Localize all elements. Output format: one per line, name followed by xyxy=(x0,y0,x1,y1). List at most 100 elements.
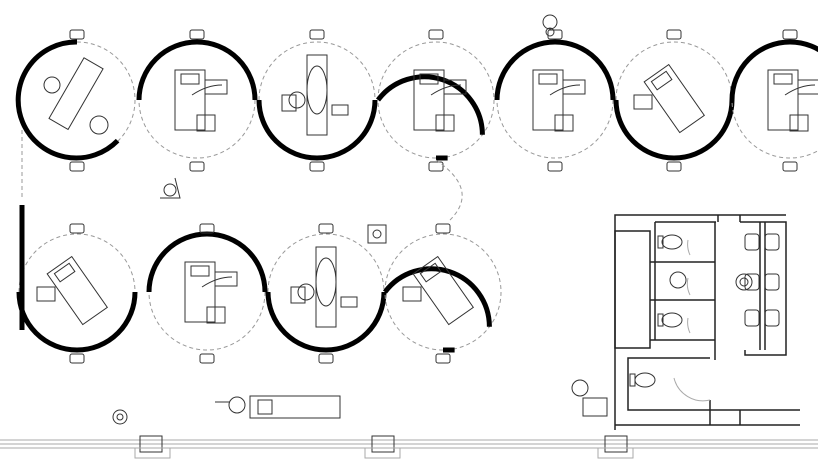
table-icon xyxy=(331,104,349,116)
operating-table-icon xyxy=(306,54,328,136)
bed-icon xyxy=(413,69,445,131)
curved-wall xyxy=(15,39,120,161)
room-outline xyxy=(384,233,502,351)
sink-icon xyxy=(428,161,444,172)
monitor-icon xyxy=(402,286,422,302)
sink-icon xyxy=(782,29,798,40)
bed-frame xyxy=(46,255,109,326)
sink-icons xyxy=(744,233,780,327)
sink-icon xyxy=(69,29,85,40)
monitor-icon xyxy=(443,79,467,95)
curved-wall xyxy=(136,39,258,101)
sink-icon xyxy=(309,29,325,40)
chair-icon xyxy=(554,114,574,132)
bed-frame xyxy=(412,255,475,326)
bed-icon xyxy=(767,69,799,131)
sink-icon xyxy=(318,223,334,234)
sink-icon xyxy=(666,161,682,172)
sink-icon xyxy=(666,29,682,40)
stool-icon xyxy=(43,76,61,94)
sink-icon xyxy=(744,309,760,327)
bed-icon xyxy=(412,255,475,326)
operating-table-icon xyxy=(315,246,337,328)
door-swing xyxy=(435,159,463,221)
person-icon xyxy=(735,273,753,291)
cable-icon xyxy=(549,84,581,96)
sink-icon xyxy=(69,161,85,172)
sink-icon xyxy=(435,223,451,234)
pillow-icon xyxy=(53,262,76,283)
bed-icon xyxy=(184,261,216,323)
monitor-icon xyxy=(633,94,653,110)
pillow-icon xyxy=(538,73,558,85)
person-icon xyxy=(542,14,558,37)
stretcher-icon xyxy=(215,395,341,419)
sink-icon xyxy=(199,223,215,234)
treatment-room xyxy=(613,29,735,172)
pillow-icon xyxy=(419,262,442,283)
bed-icon xyxy=(643,63,706,134)
restroom xyxy=(614,214,800,430)
cable-icon xyxy=(201,276,233,288)
bed-icon xyxy=(46,255,109,326)
treatment-room xyxy=(265,223,387,364)
sink-icon xyxy=(547,161,563,172)
treatment-rooms xyxy=(15,29,818,364)
sink-icon xyxy=(189,29,205,40)
tray-icon xyxy=(290,286,306,304)
monitor-icon xyxy=(797,79,818,95)
room-outline xyxy=(731,41,818,159)
treatment-room xyxy=(146,223,268,364)
treatment-chair-icon xyxy=(48,57,104,131)
toilet-icons xyxy=(629,234,711,402)
tray-icon xyxy=(281,94,297,112)
patient-icon xyxy=(315,257,337,307)
table-icon xyxy=(340,296,358,308)
curved-wall xyxy=(265,291,387,353)
treatment-room xyxy=(729,29,818,172)
monitor-icon xyxy=(36,286,56,302)
treatment-room xyxy=(383,223,502,364)
pillow-icon xyxy=(773,73,793,85)
sink-icon xyxy=(435,353,451,364)
sink-icon xyxy=(764,309,780,327)
monitor-icon xyxy=(204,79,228,95)
sink-icon xyxy=(318,353,334,364)
curved-wall xyxy=(383,266,492,353)
monitor-icon xyxy=(562,79,586,95)
sink-icon xyxy=(744,273,760,291)
curved-wall xyxy=(376,74,485,161)
cart-icon xyxy=(367,224,387,244)
surgeon-icon xyxy=(297,283,315,301)
chair-icon xyxy=(206,306,226,324)
pillow-icon xyxy=(190,265,210,277)
room-outline xyxy=(18,41,136,159)
wheelchair-icon xyxy=(571,379,608,417)
sink-icon xyxy=(428,29,444,40)
pillow-icon xyxy=(180,73,200,85)
sink-icon xyxy=(764,273,780,291)
person-icon xyxy=(112,409,128,425)
sink-icon xyxy=(547,29,563,40)
curved-wall xyxy=(256,99,378,161)
bed-icon xyxy=(174,69,206,131)
curved-wall xyxy=(494,39,616,101)
treatment-room xyxy=(376,29,495,172)
bed-frame xyxy=(643,63,706,134)
sink-icon xyxy=(309,161,325,172)
curved-wall xyxy=(729,39,818,101)
treatment-room xyxy=(15,29,136,172)
treatment-room xyxy=(16,223,138,364)
curved-wall xyxy=(16,291,138,353)
cable-icon xyxy=(784,84,816,96)
sink-icon xyxy=(189,161,205,172)
surgeon-icon xyxy=(288,91,306,109)
treatment-room xyxy=(136,29,258,172)
sink-icon xyxy=(69,223,85,234)
chair-icon xyxy=(789,114,809,132)
stool-icon xyxy=(89,115,109,135)
chair-icon xyxy=(435,114,455,132)
patient-icon xyxy=(306,65,328,115)
pillow-icon xyxy=(419,73,439,85)
